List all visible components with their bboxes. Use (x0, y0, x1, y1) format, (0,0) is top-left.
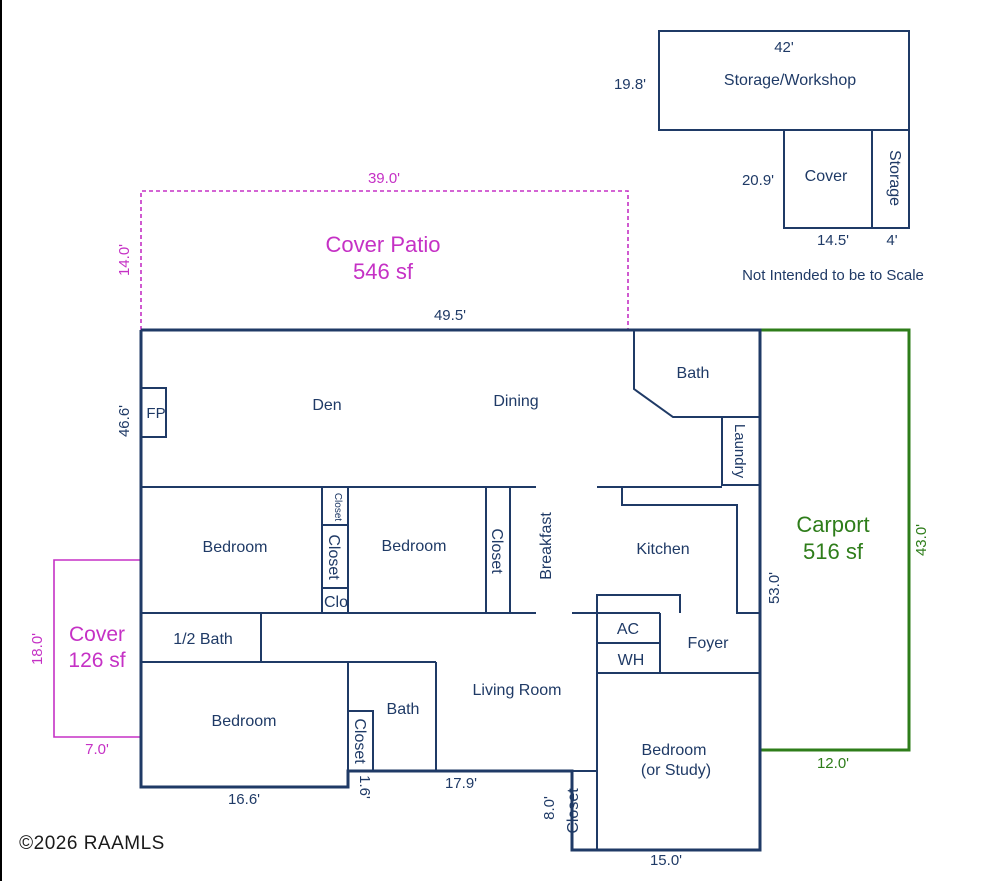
carport-area: 516 sf (803, 539, 864, 564)
room-bedroom-study-sub: (or Study) (641, 762, 711, 779)
interior-walls (140, 330, 760, 850)
room-half-bath: 1/2 Bath (173, 631, 233, 648)
room-fp: FP (146, 405, 165, 422)
room-bath-lower: Bath (387, 701, 420, 718)
room-storage-small: Storage (886, 150, 903, 206)
room-storage-workshop: Storage/Workshop (724, 72, 856, 89)
room-foyer: Foyer (688, 635, 730, 652)
room-den: Den (312, 397, 341, 414)
cover-left-area: 126 sf (68, 649, 125, 672)
room-cover-left: Cover (69, 623, 125, 646)
room-bedroom-study: Bedroom (642, 742, 707, 759)
dim-cover-left-width: 7.0' (85, 741, 109, 758)
room-closet-bottom: Closet (565, 788, 582, 834)
room-ac: AC (617, 621, 639, 638)
dim-house-right-depth: 53.0' (766, 572, 783, 604)
room-closet-lower: Closet (351, 718, 368, 764)
dim-house-left-depth: 46.6' (116, 405, 133, 437)
dim-bottom-right: 15.0' (650, 852, 682, 869)
copyright-watermark: ©2026 RAAMLS (19, 833, 165, 854)
carport-outline (760, 328, 911, 752)
dim-jog-1: 1.6' (356, 775, 373, 799)
room-bedroom-mid: Bedroom (382, 538, 447, 555)
main-house: FP Den Dining Bath Laundry Bedroom Close… (116, 307, 783, 869)
dim-carport-depth: 43.0' (913, 524, 930, 556)
patio-outline (140, 190, 629, 330)
room-carport: Carport (796, 512, 869, 537)
cover-left: Cover 126 sf 18.0' 7.0' (29, 559, 141, 758)
dim-jog-2: 8.0' (541, 796, 558, 820)
room-bedroom-left: Bedroom (203, 539, 268, 556)
dim-cover-top-height: 20.9' (742, 172, 774, 189)
dim-workshop-height: 19.8' (614, 76, 646, 93)
room-clo: Clo (324, 594, 348, 611)
room-closet-small: Closet (332, 493, 343, 522)
room-bedroom-lower: Bedroom (212, 713, 277, 730)
dim-storage-width: 4' (886, 232, 897, 249)
room-wh: WH (618, 652, 645, 669)
room-breakfast: Breakfast (538, 512, 555, 580)
cover-top-outline (783, 129, 910, 229)
room-cover-top: Cover (805, 168, 848, 185)
cover-left-outline (53, 559, 141, 738)
dim-patio-depth: 14.0' (116, 244, 133, 276)
scale-note: Not Intended to be to Scale (742, 267, 924, 284)
room-closet-mid: Closet (488, 528, 505, 574)
dim-patio-width: 39.0' (368, 170, 400, 187)
dim-house-width: 49.5' (434, 307, 466, 324)
dim-bottom-mid: 17.9' (445, 775, 477, 792)
dim-carport-width: 12.0' (817, 755, 849, 772)
room-laundry: Laundry (731, 424, 748, 479)
fireplace-box (140, 387, 167, 438)
carport: Carport 516 sf 43.0' 12.0' (760, 328, 930, 772)
room-cover-patio: Cover Patio (326, 232, 441, 257)
cover-patio-area: 546 sf (353, 259, 414, 284)
dim-bottom-left: 16.6' (228, 791, 260, 808)
outbuilding: 42' Storage/Workshop 19.8' Cover 20.9' S… (614, 30, 924, 284)
room-living-room: Living Room (473, 682, 562, 699)
cover-patio: 39.0' 14.0' Cover Patio 546 sf (116, 170, 629, 330)
room-kitchen: Kitchen (636, 541, 689, 558)
dim-cover-top-width: 14.5' (817, 232, 849, 249)
room-bath-top: Bath (677, 365, 710, 382)
dim-workshop-width: 42' (774, 39, 794, 56)
dim-cover-left-depth: 18.0' (29, 633, 46, 665)
room-dining: Dining (493, 393, 538, 410)
room-closet-left: Closet (325, 534, 342, 580)
